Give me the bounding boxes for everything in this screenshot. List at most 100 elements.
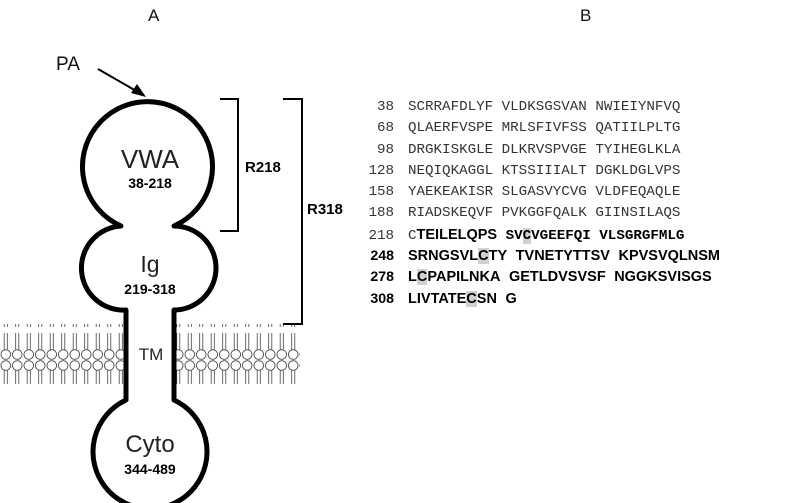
residue: G xyxy=(624,227,634,244)
sequence-line: 128 NEQIQKAGGL KTSSIIIALT DGKLDGLVPS xyxy=(358,161,798,182)
residue-number: 38 xyxy=(376,99,394,115)
tm-domain-name: TM xyxy=(139,345,164,364)
residue: L xyxy=(439,226,448,243)
residue: N xyxy=(469,269,480,286)
residue: T xyxy=(447,290,457,307)
vwa-domain-name: VWA xyxy=(121,144,180,174)
residue: R xyxy=(417,248,429,265)
vwa-domain-range: 38-218 xyxy=(128,175,172,191)
residue: L xyxy=(667,227,676,244)
residue: V xyxy=(638,248,649,265)
residue: V xyxy=(600,248,610,265)
residue: N xyxy=(614,269,625,286)
residue-number: 188 xyxy=(368,205,394,222)
residue: G xyxy=(635,269,648,286)
sequence-block: NWIEIYNFVQ xyxy=(595,99,681,115)
domain-diagram: VWA 38-218 Ig 219-318 TM Cyto 344-489 PA… xyxy=(0,54,343,503)
residue: S xyxy=(698,248,708,265)
residue: S xyxy=(567,269,578,286)
residue: Q xyxy=(573,227,583,244)
ig-domain-range: 219-318 xyxy=(124,281,176,297)
sequence-block: VLSGRGFMLG xyxy=(599,226,684,247)
residue: N xyxy=(486,290,497,307)
residue: V xyxy=(420,290,431,307)
residue: E xyxy=(456,290,467,307)
sequence-block: SRNGSVLCTY xyxy=(408,246,507,267)
sequence-block: SCRRAFDLYF xyxy=(408,99,494,115)
residue: E xyxy=(520,269,530,286)
residue: V xyxy=(459,248,470,265)
residue: V xyxy=(657,248,668,265)
residue: T xyxy=(430,290,439,307)
residue: V xyxy=(524,248,535,265)
membrane-bilayer-left xyxy=(0,324,133,384)
residue-number: 218 xyxy=(368,227,394,244)
residue: F xyxy=(650,227,659,244)
residue: E xyxy=(548,227,557,244)
residue: N xyxy=(687,248,699,265)
r318-label: R318 xyxy=(307,201,343,218)
residue: T xyxy=(529,269,539,286)
residue: L xyxy=(607,227,617,244)
residue: S xyxy=(449,248,460,265)
residue: V xyxy=(667,269,678,286)
residue: L xyxy=(469,248,479,265)
residue: Y xyxy=(563,248,573,265)
ig-domain-name: Ig xyxy=(140,251,159,277)
residue: L xyxy=(457,226,467,243)
residue: R xyxy=(633,227,642,244)
residue: P xyxy=(628,248,639,265)
residue: T xyxy=(581,248,591,265)
sequence-block: DGKLDGLVPS xyxy=(595,162,681,179)
residue: I xyxy=(435,226,440,243)
residue: A xyxy=(438,290,448,307)
sequence-block: TVNETYTTSV xyxy=(516,246,610,267)
protein-outline xyxy=(78,99,219,503)
residue: S xyxy=(616,227,625,244)
residue: T xyxy=(488,248,498,265)
residue: F xyxy=(596,269,606,286)
residue: K xyxy=(618,248,629,265)
residue: G xyxy=(539,227,549,244)
sequence-block: TYIHEGLKLA xyxy=(595,141,681,158)
membrane-bilayer-right xyxy=(174,324,300,384)
residue: G xyxy=(624,269,636,286)
sequence-block: NEQIQKAGGL xyxy=(408,162,494,179)
residue: D xyxy=(547,269,559,286)
pa-arrow-head xyxy=(131,84,146,97)
residue: G xyxy=(690,269,703,286)
residue: C xyxy=(416,269,428,286)
cyto-domain-range: 344-489 xyxy=(124,461,176,477)
residue: L xyxy=(460,269,469,286)
r218-label: R218 xyxy=(245,159,281,176)
residue-number: 128 xyxy=(368,162,394,179)
sequence-block-mixed: CTEILELQPS xyxy=(408,225,497,247)
residue: M xyxy=(707,248,721,265)
residue: V xyxy=(558,269,568,286)
sequence-block: KTSSIIIALT xyxy=(501,162,587,179)
r318-bracket xyxy=(283,98,303,325)
residue-number: 98 xyxy=(376,141,394,158)
panel-b-label: B xyxy=(580,6,592,25)
panel-a-label: A xyxy=(148,6,160,25)
residue: L xyxy=(538,269,548,286)
cyto-domain-name: Cyto xyxy=(125,431,174,458)
sequence-block: VLDFEQAQLE xyxy=(595,184,681,201)
residue: P xyxy=(427,269,436,286)
residue: A xyxy=(489,269,501,286)
residue: S xyxy=(408,248,418,265)
r218-bracket xyxy=(220,98,239,232)
pa-arrow-line xyxy=(97,68,139,93)
residue: E xyxy=(556,227,566,244)
residue: L xyxy=(408,290,417,307)
sequence-block: LIVTATECSN xyxy=(408,289,497,310)
residue: I xyxy=(456,269,461,286)
residue: T xyxy=(416,226,426,243)
residue: C xyxy=(466,290,477,307)
